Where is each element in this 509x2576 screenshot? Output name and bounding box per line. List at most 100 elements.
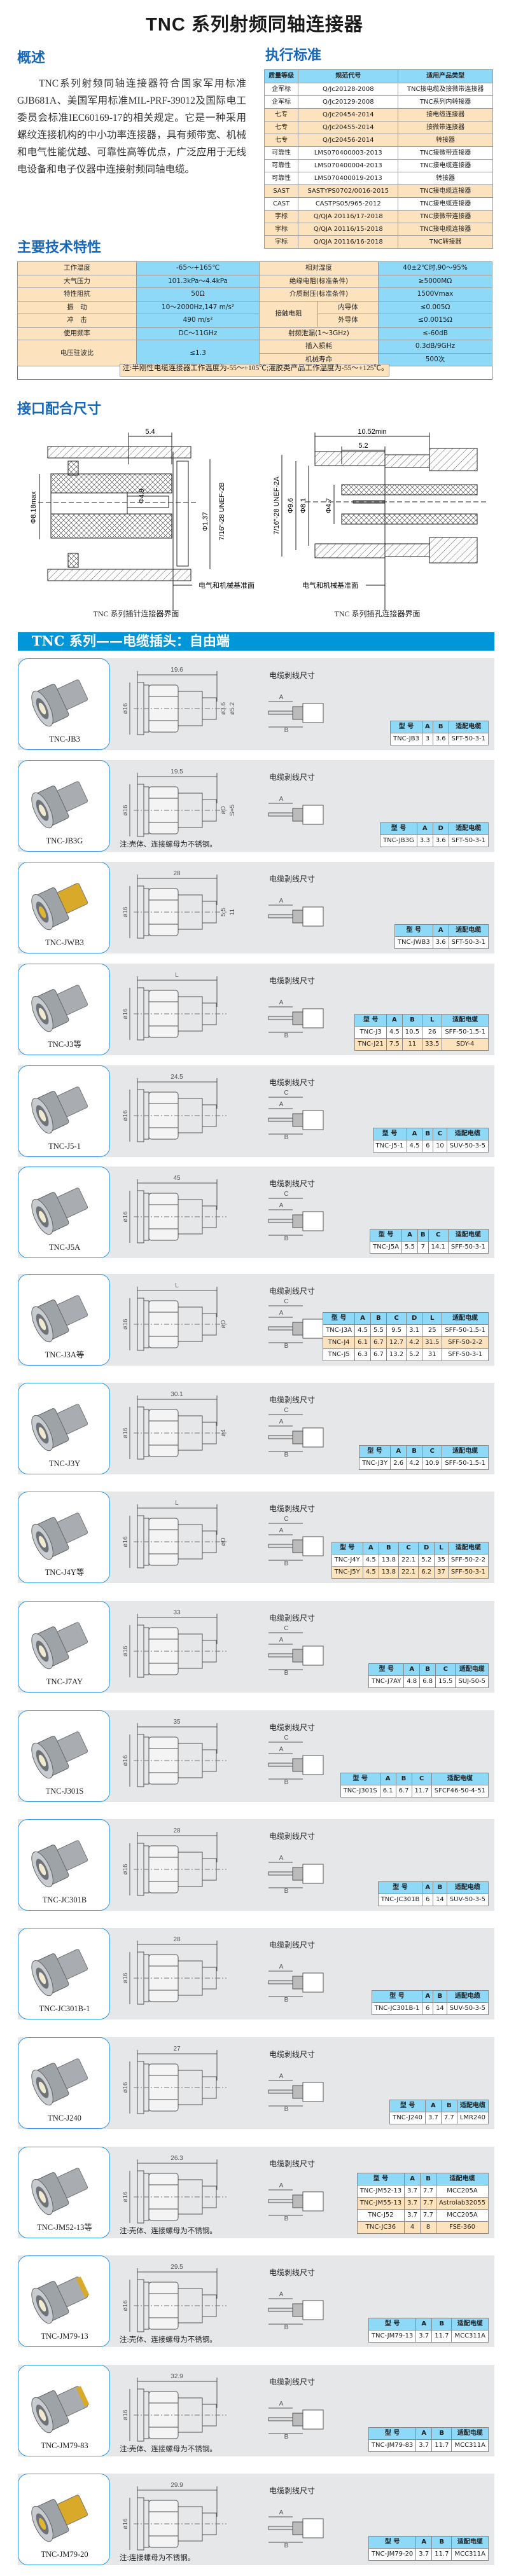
table-cell: Q/Jc20455-2014 [298,121,399,134]
product-card[interactable]: TNC-J7AY [18,1601,110,1693]
product-card[interactable]: TNC-J5-1 [18,1065,110,1157]
column-header: B [431,2427,452,2440]
product-card[interactable]: TNC-J3等 [18,964,110,1055]
product-card[interactable]: TNC-JM52-13等 [18,2147,110,2238]
table-cell: TNC-J52 [356,2209,405,2222]
strip-dimension-letter: B [284,2324,289,2331]
strip-dimension-letter: B [284,2542,289,2549]
cable-strip-diagram: CAB [268,1625,324,1677]
table-cell: 11.7 [431,2439,452,2452]
strip-dimension-letter: B [284,2215,289,2222]
table-cell: LMS070400019-2013 [298,172,399,185]
spec-row: 电压驻波比 ≤1.3 插入损耗 0.3dB/9GHz [17,340,492,366]
spec-label: 介质耐压(标准条件) [259,287,379,301]
product-card[interactable]: TNC-JM79-83 [18,2365,110,2456]
table-cell: SFF-50-2-2 [442,1336,489,1349]
table-cell: TNC-J3Y [359,1457,391,1470]
table-cell: 6.7 [395,1785,412,1797]
table-cell: 3.7 [424,2112,442,2124]
table-cell: 7.7 [420,2185,436,2198]
connector-photo [31,1840,88,1888]
diameter-dimension: ø16 [122,805,129,816]
product-card[interactable]: TNC-J3Y [18,1383,110,1474]
strip-dimension-letter: A [279,1527,284,1534]
strip-dimension-letter: B [284,1670,289,1677]
strip-dimension-letter: C [284,1407,288,1414]
table-cell: 25 [422,1324,443,1337]
table-cell: SFCF46-50-4-51 [431,1785,489,1797]
product-card[interactable]: TNC-JM79-13 [18,2255,110,2347]
column-header: B [433,1990,447,2003]
table-cell: 22.1 [398,1554,419,1567]
strip-dimension-letter: A [279,1310,284,1317]
product-card[interactable]: TNC-J5A [18,1167,110,1258]
table-cell: 3.7 [415,2548,433,2561]
product-card[interactable]: TNC-J3A等 [18,1274,110,1366]
product-card[interactable]: TNC-JC301B-1 [18,1928,110,2019]
table-cell: 3.6 [432,733,449,745]
product-card[interactable]: TNC-JB3G [18,760,110,852]
column-header: A [379,1773,396,1785]
table-cell: 7.5 [386,1038,403,1051]
extra-dimension: ø5.2 [229,702,236,715]
product-card[interactable]: TNC-JWB3 [18,862,110,953]
specs-table: 工作温度 -65～+165℃ 相对湿度 40±2℃时,90～95% 大气压力 1… [17,261,492,380]
product-card[interactable]: TNC-J4Y等 [18,1492,110,1583]
table-cell: 6.8 [419,1675,436,1688]
table-cell: TNC-J5A [370,1241,403,1254]
connector-photo [31,1086,88,1134]
strip-dimension-letter: A [279,1418,284,1425]
product-card[interactable]: TNC-JB3 [18,658,110,750]
table-cell: SFF-50-3-1 [447,1566,489,1579]
column-header: L [434,1542,449,1555]
length-dimension: 29.5 [171,2264,183,2271]
table-cell: SFF-50-1.5-1 [442,1026,489,1039]
length-dimension: 26.3 [171,2155,183,2162]
strip-dimension-letter: C [284,1516,288,1523]
column-header: 型 号 [372,1128,407,1140]
table-cell: 3.7 [415,2330,433,2343]
strip-dimension-letter: A [279,2073,284,2080]
strip-dimension-letter: A [279,1202,284,1209]
table-cell: MCC311A [451,2439,489,2452]
column-header: 型 号 [323,1312,356,1325]
plug-interface-caption: TNC 系列插针连接器界面 [93,609,179,618]
product-card[interactable]: TNC-JM79-20 [18,2474,110,2565]
product-card[interactable]: TNC-J240 [18,2037,110,2129]
connector-photo [31,2495,88,2542]
spec-label: 相对湿度 [259,261,379,275]
table-cell: 3.3 [416,834,433,847]
spec-value: -65～+165℃ [136,261,260,275]
dim-label: Φ8.1 [300,498,307,513]
table-cell: Q/Jc20456-2014 [298,134,399,147]
spec-row: 工作温度 -65～+165℃ 相对湿度 40±2℃时,90～95% [17,261,492,275]
column-header: 适配电缆 [431,1773,489,1785]
diameter-dimension: ø16 [122,1864,129,1875]
product-card[interactable]: TNC-JC301B [18,1819,110,1911]
product-card[interactable]: TNC-J301S [18,1710,110,1802]
column-header: A [404,2173,421,2185]
spec-row: 特性阻抗 50Ω 介质耐压(标准条件) 1500Vmax [17,287,492,301]
product-model-label: TNC-JM52-13等 [37,2223,92,2232]
cable-strip-diagram: AB [268,2509,324,2549]
column-header: 型 号 [368,1663,405,1676]
product-model-label: TNC-JB3G [46,836,83,845]
